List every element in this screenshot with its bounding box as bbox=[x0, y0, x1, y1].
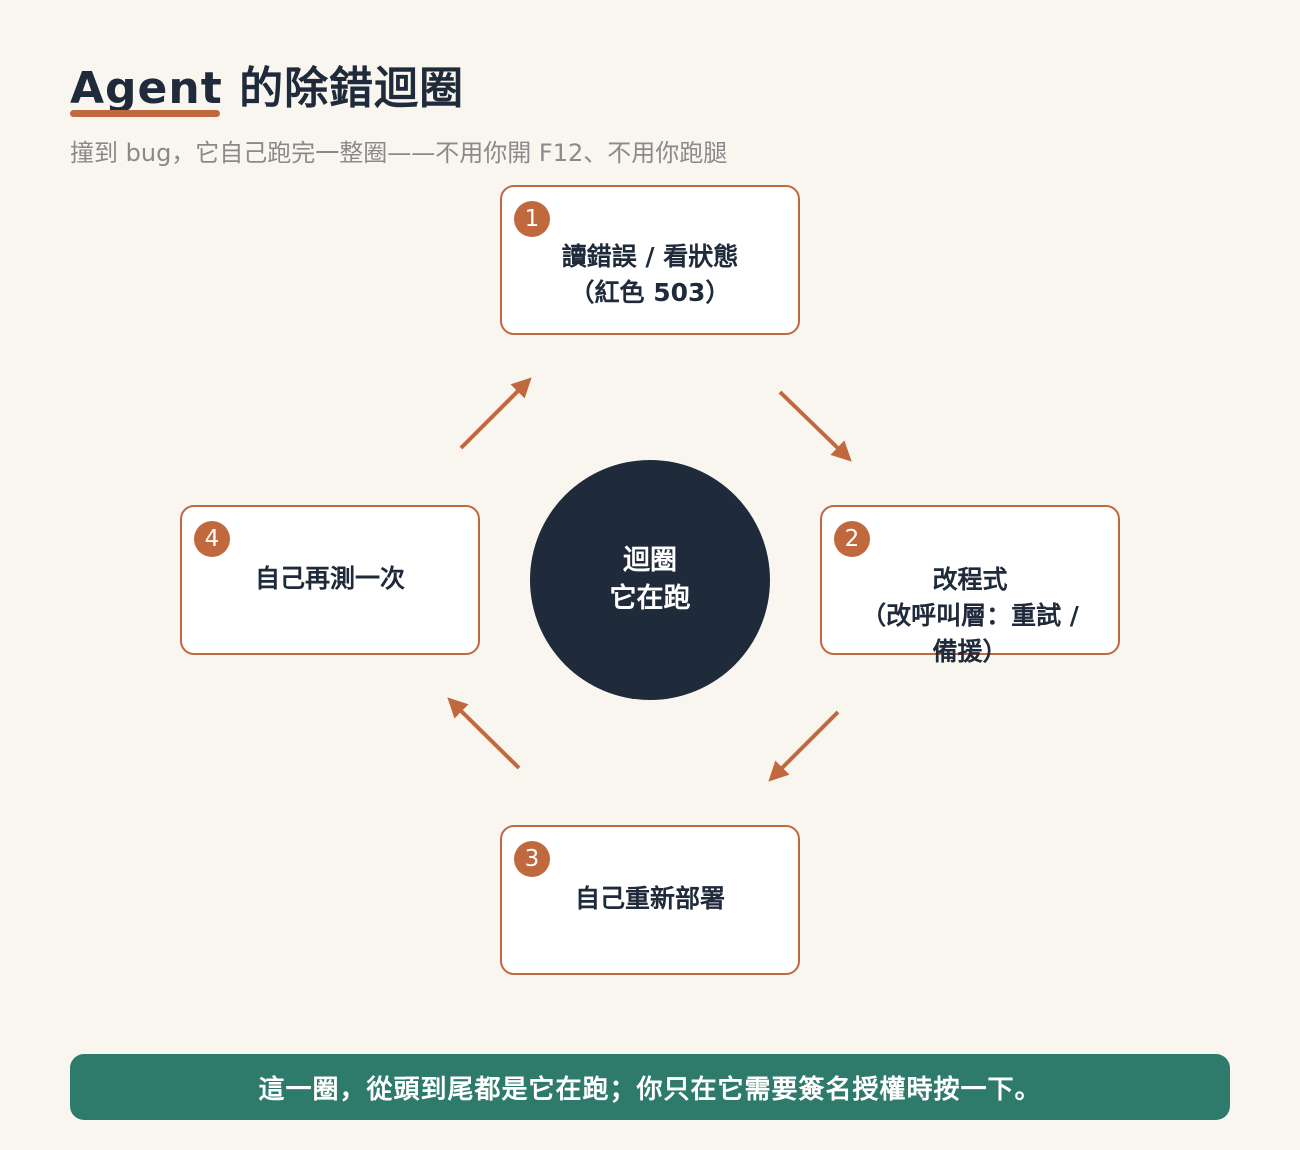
step-number-badge: 2 bbox=[834, 521, 870, 557]
step-line: 改程式 bbox=[932, 565, 1008, 594]
step-line: （改呼叫層：重試 / bbox=[861, 601, 1079, 630]
footer-text: 這一圈，從頭到尾都是它在跑；你只在它需要簽名授權時按一下。 bbox=[258, 1074, 1042, 1105]
footer-banner: 這一圈，從頭到尾都是它在跑；你只在它需要簽名授權時按一下。 bbox=[70, 1054, 1230, 1120]
center-label-line1: 迴圈 bbox=[623, 545, 677, 576]
arrow-step2-to-step3 bbox=[768, 710, 840, 782]
step-line: 備援） bbox=[932, 637, 1008, 666]
title-underline bbox=[70, 110, 220, 117]
step-number-badge: 1 bbox=[514, 201, 550, 237]
arrow-step1-to-step2 bbox=[778, 390, 852, 462]
page-title: Agent 的除錯迴圈 bbox=[70, 63, 465, 114]
step-box-2: 2 改程式 （改呼叫層：重試 / 備援） bbox=[820, 505, 1120, 666]
step-text: 自己再測一次 bbox=[202, 561, 458, 597]
step-box-1: 1 讀錯誤 / 看狀態 （紅色 503） bbox=[500, 185, 800, 335]
step-line: 讀錯誤 / 看狀態 bbox=[561, 242, 739, 271]
step-number-badge: 3 bbox=[514, 841, 550, 877]
page-subtitle: 撞到 bug，它自己跑完一整圈——不用你開 F12、不用你跑腿 bbox=[70, 139, 728, 167]
step-box-3: 3 自己重新部署 bbox=[500, 825, 800, 975]
center-label-line2: 它在跑 bbox=[609, 583, 691, 614]
step-text: 自己重新部署 bbox=[522, 881, 778, 917]
arrow-step4-to-step1 bbox=[459, 377, 532, 450]
step-line: 自己重新部署 bbox=[574, 884, 725, 913]
center-circle: 迴圈 它在跑 bbox=[530, 460, 770, 700]
step-line: 自己再測一次 bbox=[254, 564, 405, 593]
arrow-step3-to-step4 bbox=[447, 697, 521, 770]
step-number-badge: 4 bbox=[194, 521, 230, 557]
step-line: （紅色 503） bbox=[569, 278, 731, 307]
step-text: 讀錯誤 / 看狀態 （紅色 503） bbox=[522, 239, 778, 311]
step-box-4: 4 自己再測一次 bbox=[180, 505, 480, 655]
step-text: 改程式 （改呼叫層：重試 / 備援） bbox=[842, 562, 1098, 670]
